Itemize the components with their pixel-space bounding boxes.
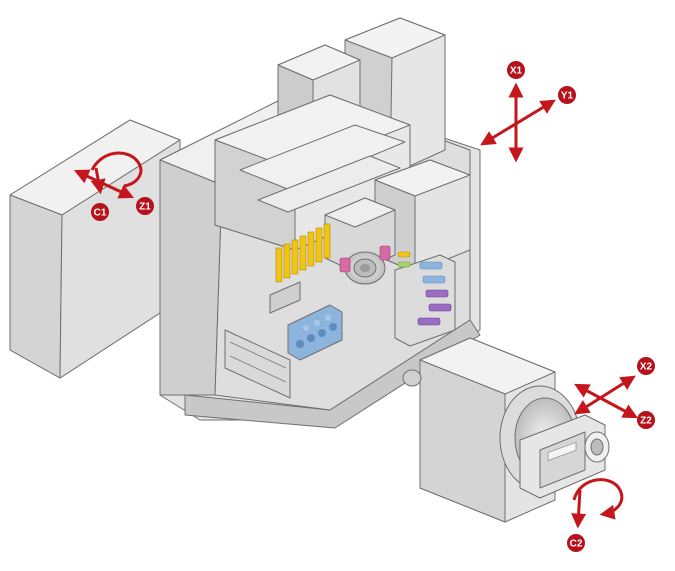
badge-c1-circle (91, 203, 109, 221)
badge-c1: C1 (91, 203, 109, 221)
badge-c2: C2 (567, 534, 585, 552)
blue-tool-block (287, 304, 343, 361)
axis-label-z1: Z1 (139, 202, 151, 213)
sub-spindle-unit (402, 337, 610, 523)
badge-z2: Z2 (637, 411, 655, 429)
badge-x2: X2 (637, 357, 655, 375)
yellow-tool-holders (275, 223, 331, 283)
badge-c2-circle (567, 534, 585, 552)
badge-z2-circle (637, 411, 655, 429)
axis-label-x1: X1 (510, 66, 523, 77)
badge-x1: X1 (507, 61, 525, 79)
badge-x2-circle (637, 357, 655, 375)
axis-label-y1: Y1 (561, 91, 574, 102)
axis-label-c2: C2 (570, 539, 583, 550)
axis-cross-x2-z2 (574, 375, 638, 419)
axis-cross-x1-y1 (480, 82, 556, 163)
badge-y1: Y1 (558, 86, 576, 104)
badge-x1-circle (507, 61, 525, 79)
gang-tool-plate (394, 251, 456, 347)
axis-arrow-c2 (571, 478, 624, 529)
badge-y1-circle (558, 86, 576, 104)
axis-arrows-c1-z1 (73, 151, 143, 199)
pink-tool-holders (339, 245, 391, 273)
badge-z1: Z1 (136, 197, 154, 215)
badge-z1-circle (136, 197, 154, 215)
main-spindle-housing (9, 17, 481, 429)
axis-label-z2: Z2 (640, 416, 652, 427)
axis-label-x2: X2 (640, 362, 653, 373)
axis-label-c1: C1 (94, 208, 107, 219)
